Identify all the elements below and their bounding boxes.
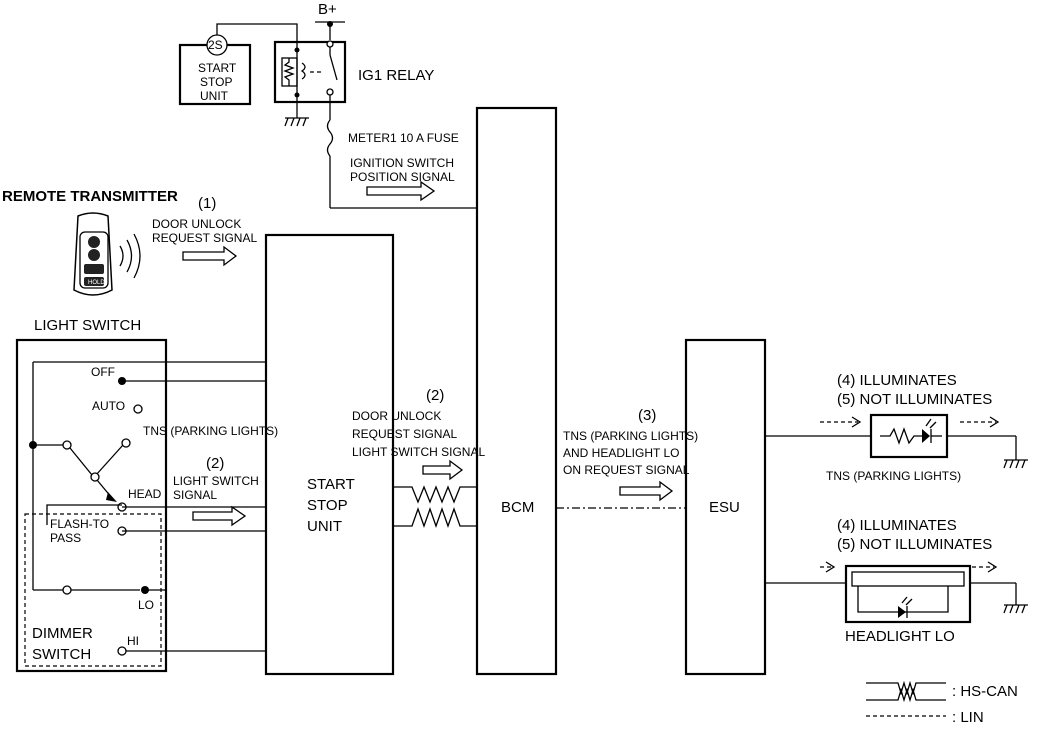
ssu-bcm-line3: LIGHT SWITCH SIGNAL [352, 445, 485, 459]
light-switch-signal-step: (2) [206, 455, 224, 472]
legend-lin: : LIN [952, 709, 984, 726]
remote-signal-line2: REQUEST SIGNAL [152, 231, 257, 245]
light-switch-signal-line2: SIGNAL [173, 488, 217, 502]
remote-title: REMOTE TRANSMITTER [2, 188, 178, 205]
esu: ESU [684, 338, 767, 676]
bcm-to-esu-signal: (3) TNS (PARKING LIGHTS) AND HEADLIGHT L… [563, 407, 698, 502]
ssu-bcm-line2: REQUEST SIGNAL [352, 427, 457, 441]
ignition-signal: IGNITION SWITCH POSITION SIGNAL [350, 156, 455, 202]
remote-key-button: HOLD [88, 280, 105, 286]
remote-transmitter: REMOTE TRANSMITTER (1) DOOR UNLOCK REQUE… [2, 188, 257, 296]
start-stop-small-line1: START [198, 61, 237, 75]
bcm-esu-line2: AND HEADLIGHT LO [563, 446, 679, 460]
start-stop-small-line2: STOP [200, 75, 232, 89]
legend: : HS-CAN : LIN [866, 680, 1018, 726]
bcm-label: BCM [501, 499, 534, 516]
light-switch-title: LIGHT SWITCH [34, 317, 141, 334]
switch-to-ssu-wires [166, 361, 266, 652]
remote-key-icon: HOLD [73, 212, 113, 296]
headlight-lo: (4) ILLUMINATES (5) NOT ILLUMINATES HEAD… [765, 517, 1028, 645]
remote-signal-line1: DOOR UNLOCK [152, 217, 241, 231]
headlight-label: HEADLIGHT LO [845, 628, 955, 645]
switch-auto-label: AUTO [92, 399, 125, 413]
bcm: BCM [475, 106, 558, 676]
switch-tns-label: TNS (PARKING LIGHTS) [143, 424, 278, 438]
door-unlock-arrow [182, 245, 238, 267]
ignition-signal-line1: IGNITION SWITCH [350, 156, 454, 170]
legend-hs-can: : HS-CAN [952, 683, 1018, 700]
start-stop-small-line3: UNIT [200, 89, 229, 103]
start-stop-unit: START STOP UNIT [264, 233, 395, 676]
bcm-esu-line3: ON REQUEST SIGNAL [563, 463, 690, 477]
tns-state1: (4) ILLUMINATES [837, 372, 957, 389]
meter-fuse: METER1 10 A FUSE [326, 95, 476, 209]
tns-state2: (5) NOT ILLUMINATES [837, 391, 992, 408]
switch-lo-label: LO [138, 598, 154, 612]
ignition-signal-arrow [366, 180, 436, 202]
light-switch-signal: (2) LIGHT SWITCH SIGNAL [173, 455, 259, 527]
ig1-relay: IG1 RELAY [273, 40, 434, 127]
ssu-bcm-line1: DOOR UNLOCK [352, 409, 441, 423]
light-switch-signal-arrow [192, 505, 247, 527]
tns-lamp-label: TNS (PARKING LIGHTS) [826, 469, 961, 483]
bcm-esu-arrow [619, 480, 674, 502]
light-switch-signal-line1: LIGHT SWITCH [173, 474, 259, 488]
b-plus-label: B+ [318, 1, 337, 18]
switch-hi-label: HI [127, 634, 139, 648]
b-plus-supply: B+ [315, 1, 345, 40]
switch-off-label: OFF [91, 365, 115, 379]
radio-waves-icon [119, 233, 141, 279]
switch-head-label: HEAD [128, 487, 162, 501]
ssu-line1: START [307, 476, 355, 493]
bcm-esu-step: (3) [638, 407, 656, 424]
switch-flash-line2: PASS [50, 531, 81, 545]
start-stop-badge: 2S [208, 38, 223, 52]
hs-can-ssu-bcm [393, 485, 477, 528]
esu-label: ESU [709, 499, 740, 516]
dimmer-switch-line1: DIMMER [32, 625, 93, 642]
fuse-label: METER1 10 A FUSE [348, 131, 459, 145]
dimmer-switch-line2: SWITCH [32, 646, 91, 663]
ignition-signal-line2: POSITION SIGNAL [350, 170, 455, 184]
ig1-relay-label: IG1 RELAY [358, 67, 434, 84]
ssu-to-bcm-signal: (2) DOOR UNLOCK REQUEST SIGNAL LIGHT SWI… [352, 387, 485, 481]
ssu-bcm-arrow [422, 459, 464, 481]
light-switch: LIGHT SWITCH OFF AUTO TNS (PARKING LI [15, 317, 278, 673]
tns-lamp: (4) ILLUMINATES (5) NOT ILLUMINATES TNS … [765, 372, 1028, 483]
head-state2: (5) NOT ILLUMINATES [837, 536, 992, 553]
ssu-bcm-step: (2) [426, 387, 444, 404]
ssu-line3: UNIT [307, 518, 342, 535]
ssu-line2: STOP [307, 497, 348, 514]
bcm-esu-line1: TNS (PARKING LIGHTS) [563, 429, 698, 443]
head-state1: (4) ILLUMINATES [837, 517, 957, 534]
switch-flash-line1: FLASH-TO [50, 517, 109, 531]
start-stop-unit-small: 2S START STOP UNIT [178, 23, 298, 106]
remote-step: (1) [198, 195, 216, 212]
